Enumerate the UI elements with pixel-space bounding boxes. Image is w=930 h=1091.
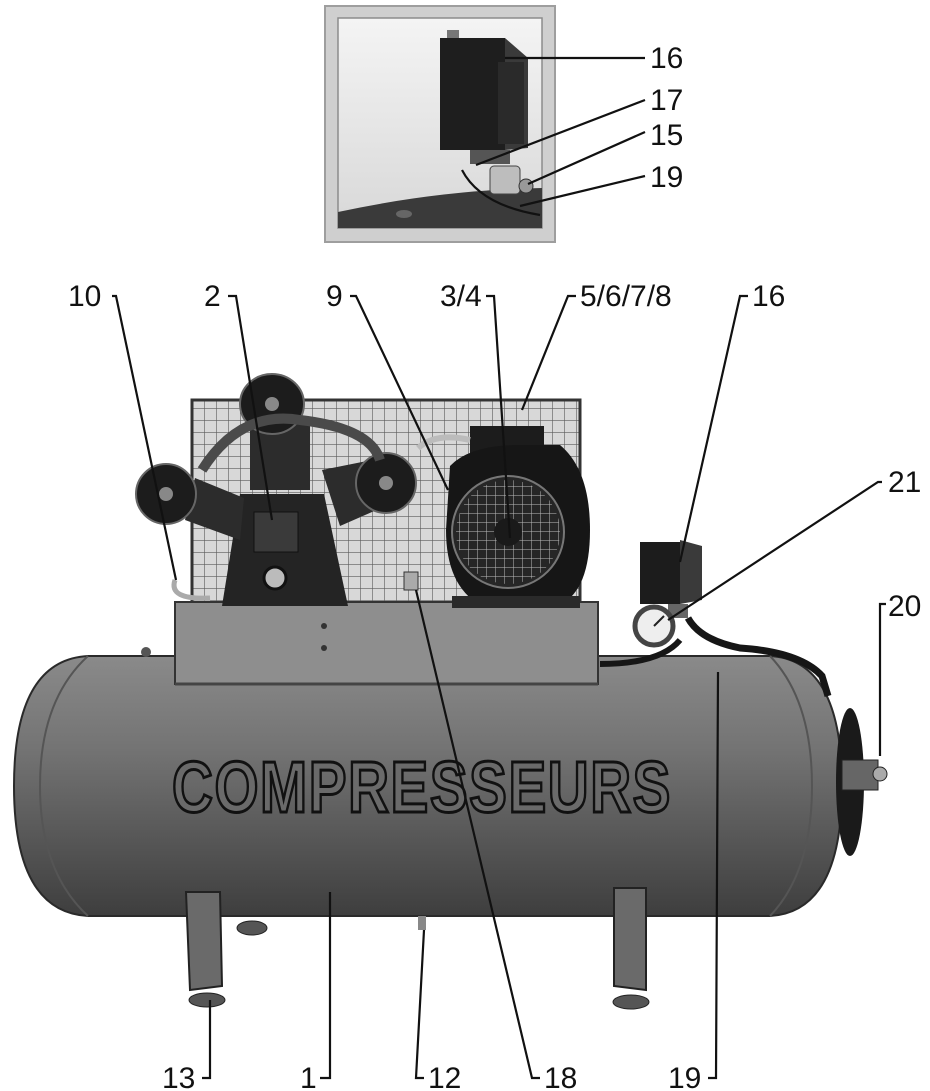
callout-leaders — [112, 294, 886, 1080]
callout-9: 9 — [326, 280, 343, 313]
callout-1: 1 — [300, 1062, 317, 1091]
callout-2: 2 — [204, 280, 221, 313]
electric-motor — [403, 426, 590, 608]
callout-5-6-7-8: 5/6/7/8 — [580, 280, 672, 313]
callout-21: 21 — [888, 466, 921, 499]
callout-17: 17 — [650, 84, 683, 117]
pressure-gauge — [632, 604, 676, 648]
callout-19: 19 — [668, 1062, 701, 1091]
callout-19-inset: 19 — [650, 161, 683, 194]
callout-13: 13 — [162, 1062, 195, 1091]
callout-12: 12 — [428, 1062, 461, 1091]
tank-feet — [184, 887, 650, 1010]
pressure-switch — [599, 540, 832, 698]
callout-10: 10 — [68, 280, 101, 313]
inset-pressure-switch — [440, 30, 528, 164]
callout-labels: 10 2 9 3/4 5/6/7/8 16 21 20 13 1 12 18 1… — [68, 280, 921, 1091]
callout-16-inset: 16 — [650, 42, 683, 75]
motor-base-plate — [174, 601, 599, 686]
callout-3-4: 3/4 — [440, 280, 482, 313]
callout-16: 16 — [752, 280, 785, 313]
callout-18: 18 — [544, 1062, 577, 1091]
outlet-valve — [836, 708, 888, 856]
brand-text: COMPRESSEURS — [172, 748, 672, 828]
callout-15: 15 — [650, 119, 683, 152]
inset-detail-photo: 16 17 15 19 — [324, 5, 683, 243]
air-tank — [12, 647, 844, 917]
compressor-machine: COMPRESSEURS — [12, 373, 888, 1010]
callout-20: 20 — [888, 590, 921, 623]
